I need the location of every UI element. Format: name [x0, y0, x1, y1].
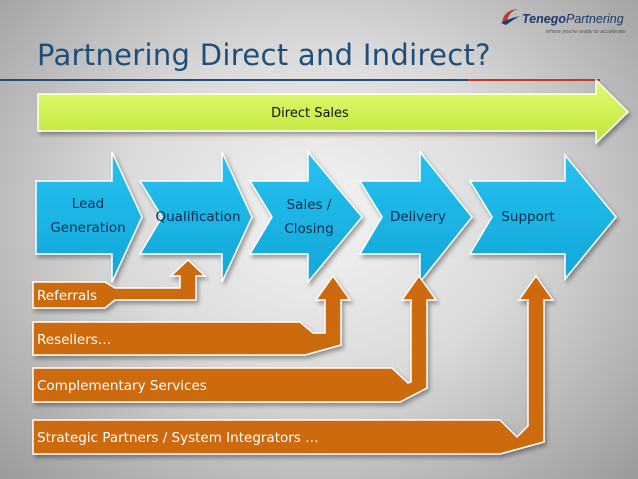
stage-support-chevron	[468, 152, 617, 282]
direct-sales-label: Direct Sales	[271, 106, 349, 121]
stage-qualification-label: Qualification	[155, 209, 240, 225]
stage-lead-generation-label-2: Generation	[50, 220, 125, 236]
logo-brand-part1: Tenego	[522, 12, 566, 26]
logo-brand-part2: Partnering	[565, 12, 624, 26]
stage-sales-closing-label-2: Closing	[284, 221, 333, 237]
stage-support-label: Support	[501, 209, 554, 225]
channel-strategic-partners-arrow	[32, 274, 555, 455]
stage-qualification-chevron	[138, 151, 253, 283]
channel-resellers-label: Resellers…	[37, 332, 111, 348]
channel-strategic-partners-label: Strategic Partners / System Integrators …	[37, 430, 319, 446]
channel-referrals-label: Referrals	[37, 288, 97, 304]
direct-sales-arrow	[37, 78, 630, 145]
channel-referrals-arrow	[32, 258, 207, 309]
swoosh-icon	[501, 9, 520, 25]
slide-title: Partnering Direct and Indirect?	[37, 38, 491, 72]
stage-lead-generation-label-1: Lead	[72, 196, 104, 212]
stage-sales-closing-label-1: Sales /	[287, 197, 332, 213]
tenego-logo: TenegoPartnering where you're ready to a…	[498, 4, 634, 44]
logo-tagline: where you're ready to accelerate	[546, 29, 626, 35]
stage-lead-generation-chevron	[35, 151, 143, 283]
stage-delivery-label: Delivery	[390, 209, 446, 225]
stage-sales-closing-chevron	[248, 149, 363, 285]
title-rule	[0, 79, 600, 81]
channel-complementary-services-arrow	[32, 274, 438, 403]
channel-complementary-services-label: Complementary Services	[37, 378, 207, 394]
channel-resellers-arrow	[32, 274, 352, 356]
